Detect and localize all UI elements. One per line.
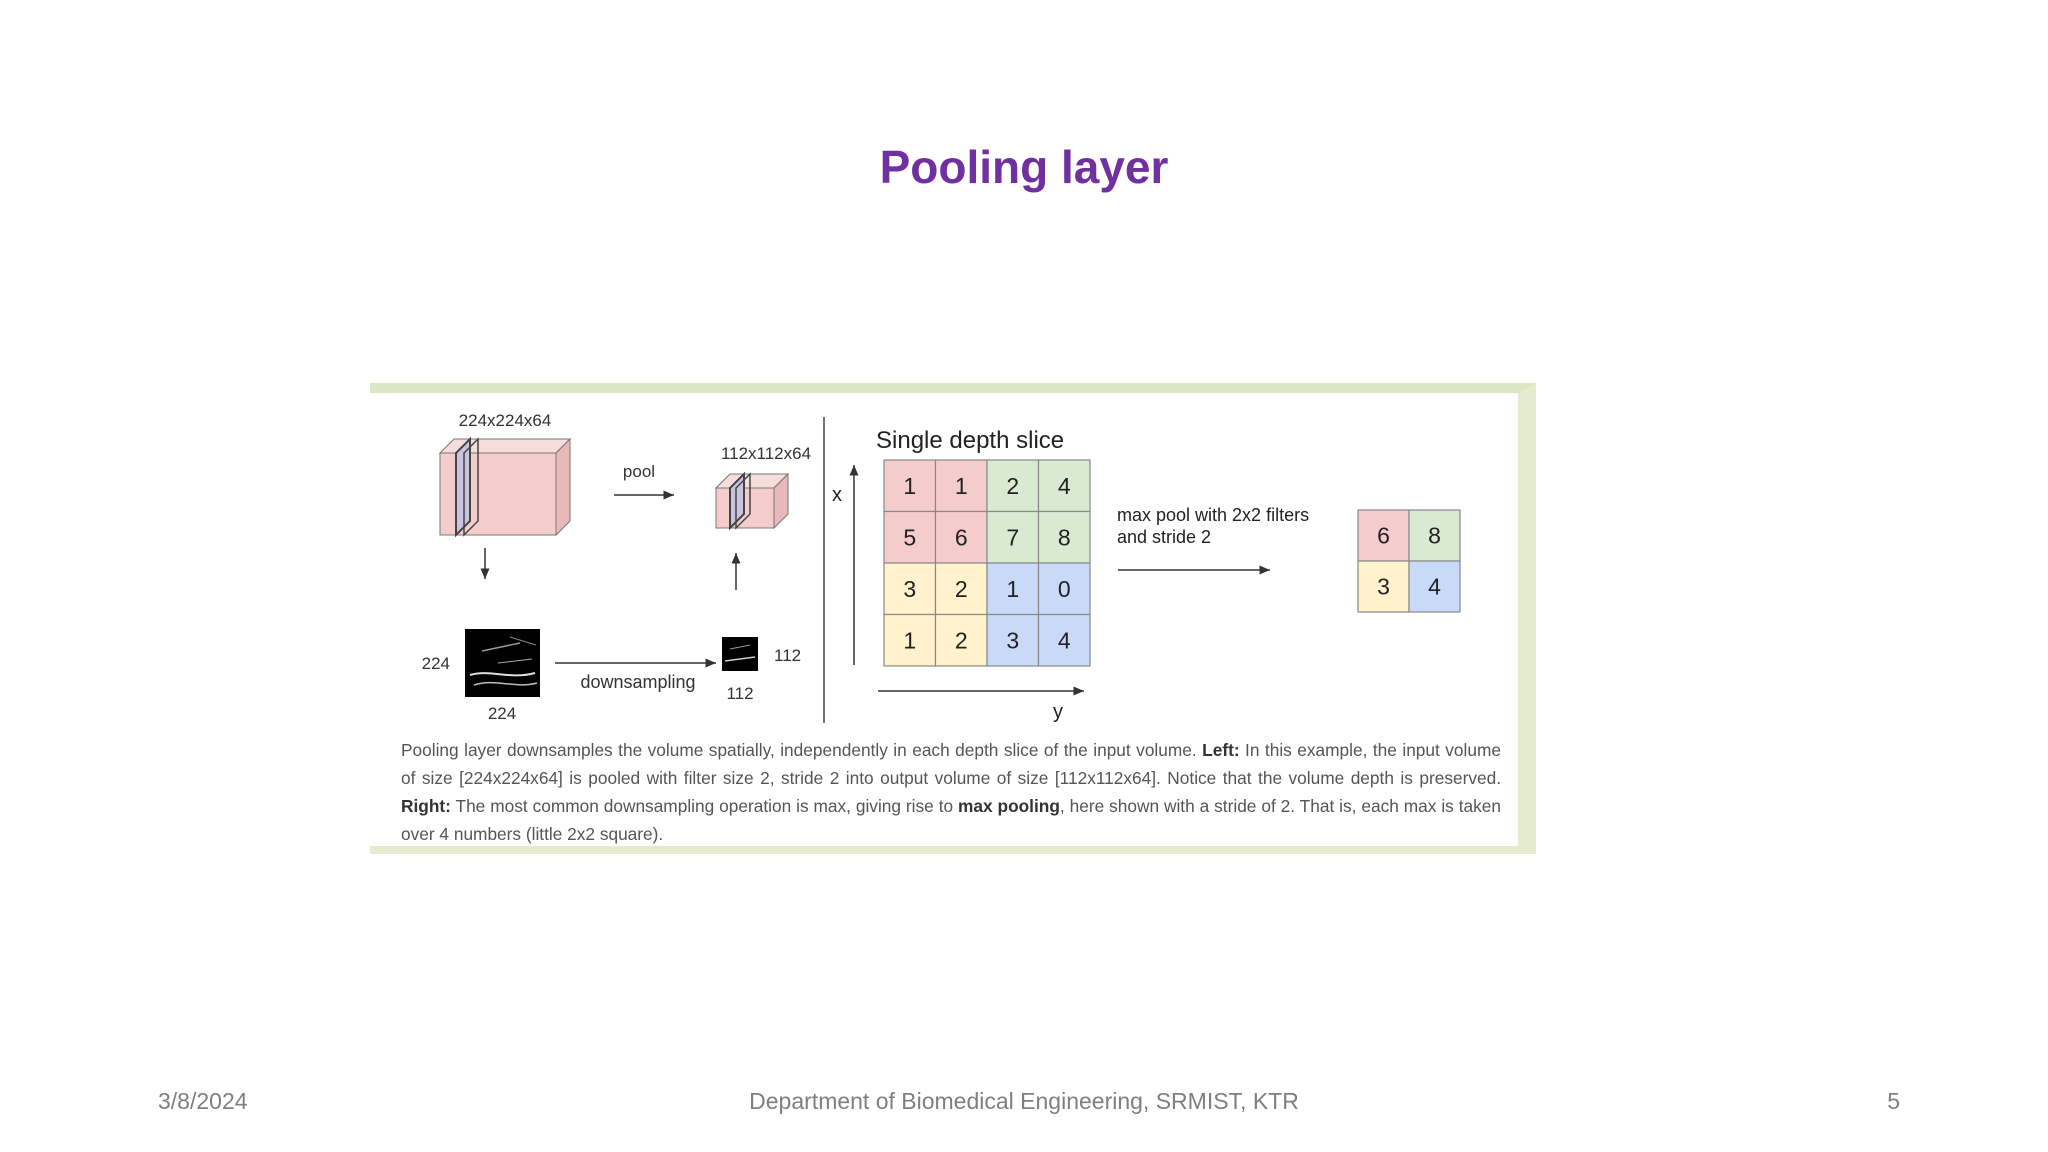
input-volume (438, 436, 572, 538)
input-slice-image (465, 629, 540, 697)
input-grid-value: 3 (1006, 627, 1019, 653)
caption-right-label: Right: (401, 796, 451, 816)
caption-part1: Pooling layer downsamples the volume spa… (401, 740, 1203, 760)
input-volume-label: 224x224x64 (459, 411, 552, 430)
output-size-right: 112 (774, 646, 801, 665)
input-grid-cell (934, 459, 988, 513)
input-grid-value: 2 (955, 576, 968, 602)
pooled-grid-value: 3 (1377, 574, 1390, 600)
pool-desc-line2: and stride 2 (1117, 527, 1211, 547)
input-grid-value: 0 (1058, 576, 1071, 602)
output-volume (714, 471, 790, 531)
y-axis-label: y (1053, 701, 1063, 723)
input-grid-cell (1037, 613, 1091, 667)
input-grid-value: 6 (955, 524, 968, 550)
input-grid-cell (934, 510, 988, 564)
slide-title: Pooling layer (879, 141, 1169, 193)
input-size-left: 224 (422, 654, 450, 673)
caption-left-label: Left: (1202, 740, 1240, 760)
figure-caption: Pooling layer downsamples the volume spa… (401, 736, 1501, 848)
input-grid-value: 1 (1006, 576, 1019, 602)
input-grid-cell (934, 613, 988, 667)
footer-page-number: 5 (1887, 1088, 1900, 1114)
caption-part4: , here shown with a stride of 2. That is… (401, 796, 1501, 844)
input-grid-value: 2 (955, 627, 968, 653)
pool-desc-line1: max pool with 2x2 filters (1117, 505, 1309, 525)
pooled-grid-value: 4 (1428, 574, 1441, 600)
input-size-bottom: 224 (488, 704, 516, 723)
input-grid-cell (883, 459, 937, 513)
input-grid-value: 1 (903, 473, 916, 499)
input-grid: 1 1 2 4 5 6 7 8 3 2 1 0 1 2 3 4 (883, 459, 1091, 667)
input-grid-cell (986, 613, 1040, 667)
slice-title: Single depth slice (876, 427, 1064, 454)
input-grid-value: 4 (1058, 627, 1071, 653)
caption-part2: In this example, the input volume of siz… (401, 740, 1501, 788)
pooling-figure: 224x224x64 pool 112x112x64 224 224 (370, 383, 1536, 854)
output-volume-label: 112x112x64 (721, 444, 811, 463)
input-grid-value: 2 (1006, 473, 1019, 499)
input-grid-value: 7 (1006, 524, 1019, 550)
pooled-grid-value: 8 (1428, 523, 1441, 549)
caption-part3: The most common downsampling operation i… (450, 796, 959, 816)
input-grid-value: 8 (1058, 524, 1071, 550)
output-size-bottom: 112 (726, 684, 753, 703)
pool-label: pool (623, 462, 655, 481)
downsampling-label: downsampling (580, 672, 695, 692)
pooled-grid-cell (1408, 560, 1461, 613)
input-grid-value: 4 (1058, 473, 1071, 499)
input-grid-cell (883, 562, 937, 616)
input-grid-value: 1 (903, 627, 916, 653)
input-grid-cell (883, 613, 937, 667)
input-grid-value: 5 (903, 524, 916, 550)
input-grid-cell (1037, 459, 1091, 513)
x-axis-label: x (832, 484, 842, 506)
output-slice-image (722, 637, 758, 671)
footer-date: 3/8/2024 (158, 1088, 248, 1114)
input-grid-cell (1037, 510, 1091, 564)
input-grid-value: 3 (903, 576, 916, 602)
pooling-diagram: 224x224x64 pool 112x112x64 224 224 (422, 411, 1461, 723)
input-grid-cell (934, 562, 988, 616)
footer-department: Department of Biomedical Engineering, SR… (749, 1088, 1299, 1114)
pooled-grid-cell (1357, 560, 1410, 613)
caption-max-pooling: max pooling (958, 796, 1060, 816)
input-grid-cell (986, 562, 1040, 616)
pooled-grid: 6 8 3 4 (1357, 509, 1461, 613)
input-grid-value: 1 (955, 473, 968, 499)
pooled-grid-value: 6 (1377, 523, 1390, 549)
